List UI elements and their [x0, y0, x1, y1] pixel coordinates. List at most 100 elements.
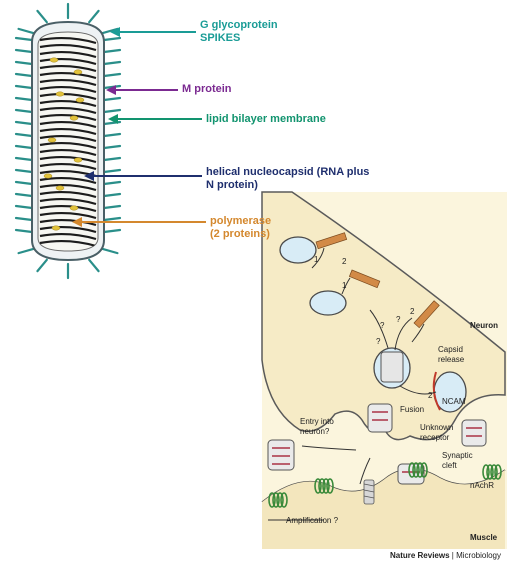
glycoprotein-spikes: [14, 2, 122, 280]
free-virion: [367, 403, 393, 433]
coil-turn: [39, 211, 97, 220]
nachr-coil: [268, 492, 276, 508]
coil-turn: [39, 232, 97, 241]
spike: [102, 192, 122, 198]
coil-turn: [39, 183, 97, 192]
released-nucleocapsid: [413, 300, 440, 329]
vesicle: [279, 236, 317, 264]
step-number: 1: [314, 255, 319, 264]
step-number: 2: [410, 307, 415, 316]
spike: [102, 132, 122, 138]
budding-virion: [363, 479, 375, 505]
virion-interior: [37, 31, 99, 252]
polymerase-dot: [75, 97, 85, 103]
polymerase-dots: [43, 57, 85, 231]
label-g-glycoprotein: G glycoprotein SPIKES: [200, 19, 278, 45]
polymerase-dot: [69, 115, 79, 121]
label-amplification: Amplification ?: [286, 516, 339, 525]
spike: [88, 9, 100, 24]
coil-turn: [39, 197, 97, 206]
spike: [14, 168, 34, 174]
label-unknown-receptor-2: receptor: [420, 433, 450, 442]
polymerase-dot: [55, 91, 65, 97]
label-arrows: [72, 27, 206, 227]
spike: [14, 228, 34, 234]
question-mark: ?: [396, 315, 401, 324]
spike: [102, 156, 122, 162]
label-capsid-release-2: release: [438, 355, 465, 364]
spike: [102, 108, 122, 114]
coil-turn: [39, 148, 97, 157]
nachr-coil: [420, 462, 428, 478]
coil-turn: [39, 204, 97, 213]
coil-turn: [39, 225, 97, 234]
nachr-receptors: [268, 462, 502, 508]
spike: [14, 84, 34, 90]
nachr-coil: [490, 464, 498, 480]
coil-turn: [39, 239, 97, 248]
coil-turn: [39, 99, 97, 108]
question-mark: ?: [376, 337, 381, 346]
nachr-coil: [314, 478, 322, 494]
free-virion: [397, 463, 425, 485]
coil-turn: [39, 64, 97, 73]
spike: [14, 144, 34, 150]
free-virion: [461, 419, 487, 447]
label-helical-nucleocapsid: helical nucleocapsid (RNA plus N protein…: [206, 166, 369, 192]
nachr-coil: [494, 464, 502, 480]
coil-turn: [39, 92, 97, 101]
spike: [102, 168, 122, 174]
label-g-glycoprotein-text: G glycoprotein: [200, 19, 278, 31]
coil-turn: [39, 43, 97, 52]
spike: [14, 132, 34, 138]
polymerase-dot: [55, 185, 65, 191]
vesicle: [309, 290, 347, 316]
spike: [102, 72, 122, 78]
polymerase-dot: [73, 69, 83, 75]
spike: [14, 120, 34, 126]
spike: [14, 48, 34, 54]
polymerase-dot: [47, 137, 57, 143]
virion-in-vesicle: [380, 351, 404, 383]
label-polymerase-line2: (2 proteins): [210, 228, 270, 240]
label-nucleocapsid-line2: N protein): [206, 179, 258, 191]
nachr-coil: [326, 478, 334, 494]
coil-turn: [39, 190, 97, 199]
coil-turn: [39, 36, 97, 45]
spike: [102, 144, 122, 150]
coil-turn: [39, 218, 97, 227]
question-mark: ?: [380, 321, 385, 330]
nachr-coil: [272, 492, 280, 508]
helical-nucleocapsid-coils: [39, 36, 97, 248]
spike: [102, 96, 122, 102]
spike: [14, 216, 34, 222]
credit-journal: Nature Reviews: [389, 551, 450, 560]
label-m-protein-text: M protein: [182, 83, 232, 95]
coil-turn: [39, 134, 97, 143]
coil-turn: [39, 176, 97, 185]
spike: [102, 60, 122, 66]
label-lipid-bilayer: lipid bilayer membrane: [206, 113, 326, 126]
coil-turn: [39, 155, 97, 164]
nachr-coil: [486, 464, 494, 480]
coil-turn: [39, 141, 97, 150]
nachr-coil: [408, 462, 416, 478]
spike: [14, 180, 34, 186]
spike: [14, 192, 34, 198]
spike: [88, 258, 100, 273]
coil-turn: [39, 71, 97, 80]
label-lipid-bilayer-text: lipid bilayer membrane: [206, 113, 326, 125]
polymerase-dot: [49, 57, 59, 63]
spike: [102, 204, 122, 210]
coil-turn: [39, 85, 97, 94]
polymerase-dot: [43, 173, 53, 179]
polymerase-dot: [73, 157, 83, 163]
label-capsid-release-1: Capsid: [438, 345, 463, 354]
label-nucleocapsid-line1: helical nucleocapsid (RNA plus: [206, 166, 370, 178]
label-synaptic-cleft-1: Synaptic: [442, 451, 473, 460]
polymerase-dot: [51, 225, 61, 231]
ncam-receptor: [432, 371, 441, 411]
label-muscle: Muscle: [470, 533, 498, 542]
free-virion: [267, 439, 295, 471]
